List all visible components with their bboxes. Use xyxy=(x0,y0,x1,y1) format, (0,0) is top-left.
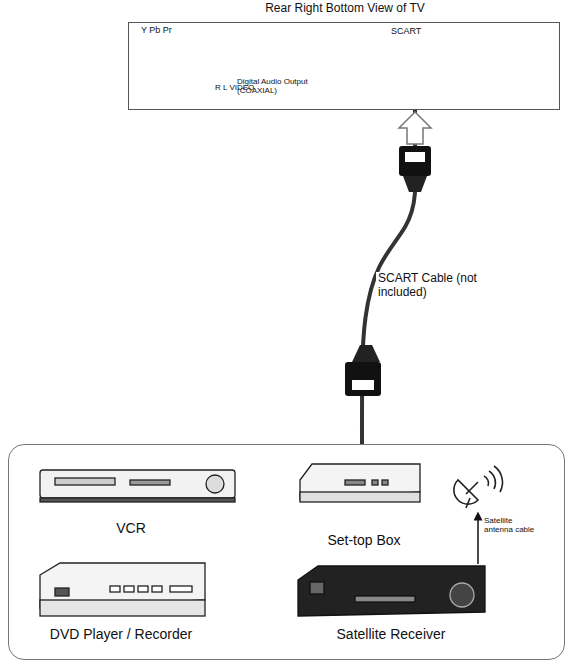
scart-plug xyxy=(403,176,427,192)
dvd-device xyxy=(124,586,134,592)
dvd-device xyxy=(55,588,69,596)
satellite-receiver xyxy=(310,582,324,594)
scart-plug xyxy=(399,146,431,176)
set-top-box xyxy=(300,464,420,502)
satellite-dish xyxy=(466,482,478,494)
satellite-dish xyxy=(484,476,489,486)
scart-plug xyxy=(405,152,425,162)
arrow-head xyxy=(399,112,431,144)
device-label-box: DVD Player / Recorder xyxy=(47,625,195,643)
port-label: Y Pb Pr xyxy=(141,25,172,35)
set-top-box xyxy=(382,480,388,485)
dvd-device xyxy=(110,586,120,592)
set-top-box xyxy=(372,480,378,485)
device-label: Set-top Box xyxy=(327,532,400,548)
dvd-device xyxy=(40,563,205,616)
vcr-device xyxy=(206,475,224,493)
satellite-dish xyxy=(466,498,470,508)
vcr-device xyxy=(40,470,235,502)
device-label-box: Set-top Box xyxy=(324,531,403,549)
satellite-receiver xyxy=(298,566,485,616)
set-top-box xyxy=(345,480,365,485)
satellite-dish xyxy=(454,480,478,504)
scart-plug xyxy=(352,345,380,362)
set-top-box xyxy=(300,492,420,502)
tv-panel: Rear Right Bottom View of TVY Pb PrR L V… xyxy=(128,22,560,110)
satellite-receiver xyxy=(355,596,415,602)
dvd-device xyxy=(170,586,192,592)
dvd-device xyxy=(152,586,162,592)
dvd-device xyxy=(40,600,205,616)
antenna-cable xyxy=(477,516,479,564)
cable-label: Satellite antenna cable xyxy=(484,516,536,534)
view-title: Rear Right Bottom View of TV xyxy=(129,2,561,16)
device-label: DVD Player / Recorder xyxy=(50,626,192,642)
scart-plug xyxy=(345,146,431,396)
device-label: VCR xyxy=(116,520,146,536)
device-group: VCR Set-top BoxDVD Player / Recorder Satel… xyxy=(8,444,565,660)
dvd-device xyxy=(138,586,148,592)
device-label-box: Satellite Receiver xyxy=(334,625,449,643)
device-label: Satellite Receiver xyxy=(337,626,446,642)
satellite-receiver xyxy=(450,583,474,607)
vcr-device xyxy=(55,478,115,485)
port-label: Digital Audio Output (COAXIAL) xyxy=(237,77,315,95)
device-label-box: VCR xyxy=(113,519,149,537)
vcr-device xyxy=(40,470,235,498)
scart-plug xyxy=(345,362,381,396)
vcr-device xyxy=(130,480,170,485)
satellite-dish xyxy=(489,471,495,489)
satellite-dish xyxy=(494,466,502,492)
scart-plug xyxy=(352,380,374,390)
satellite-receiver xyxy=(298,566,485,616)
cable-label: SCART Cable (not included) xyxy=(376,272,480,300)
port-label: SCART xyxy=(391,26,421,36)
satellite-dish xyxy=(454,466,503,508)
vcr-device xyxy=(40,498,235,502)
